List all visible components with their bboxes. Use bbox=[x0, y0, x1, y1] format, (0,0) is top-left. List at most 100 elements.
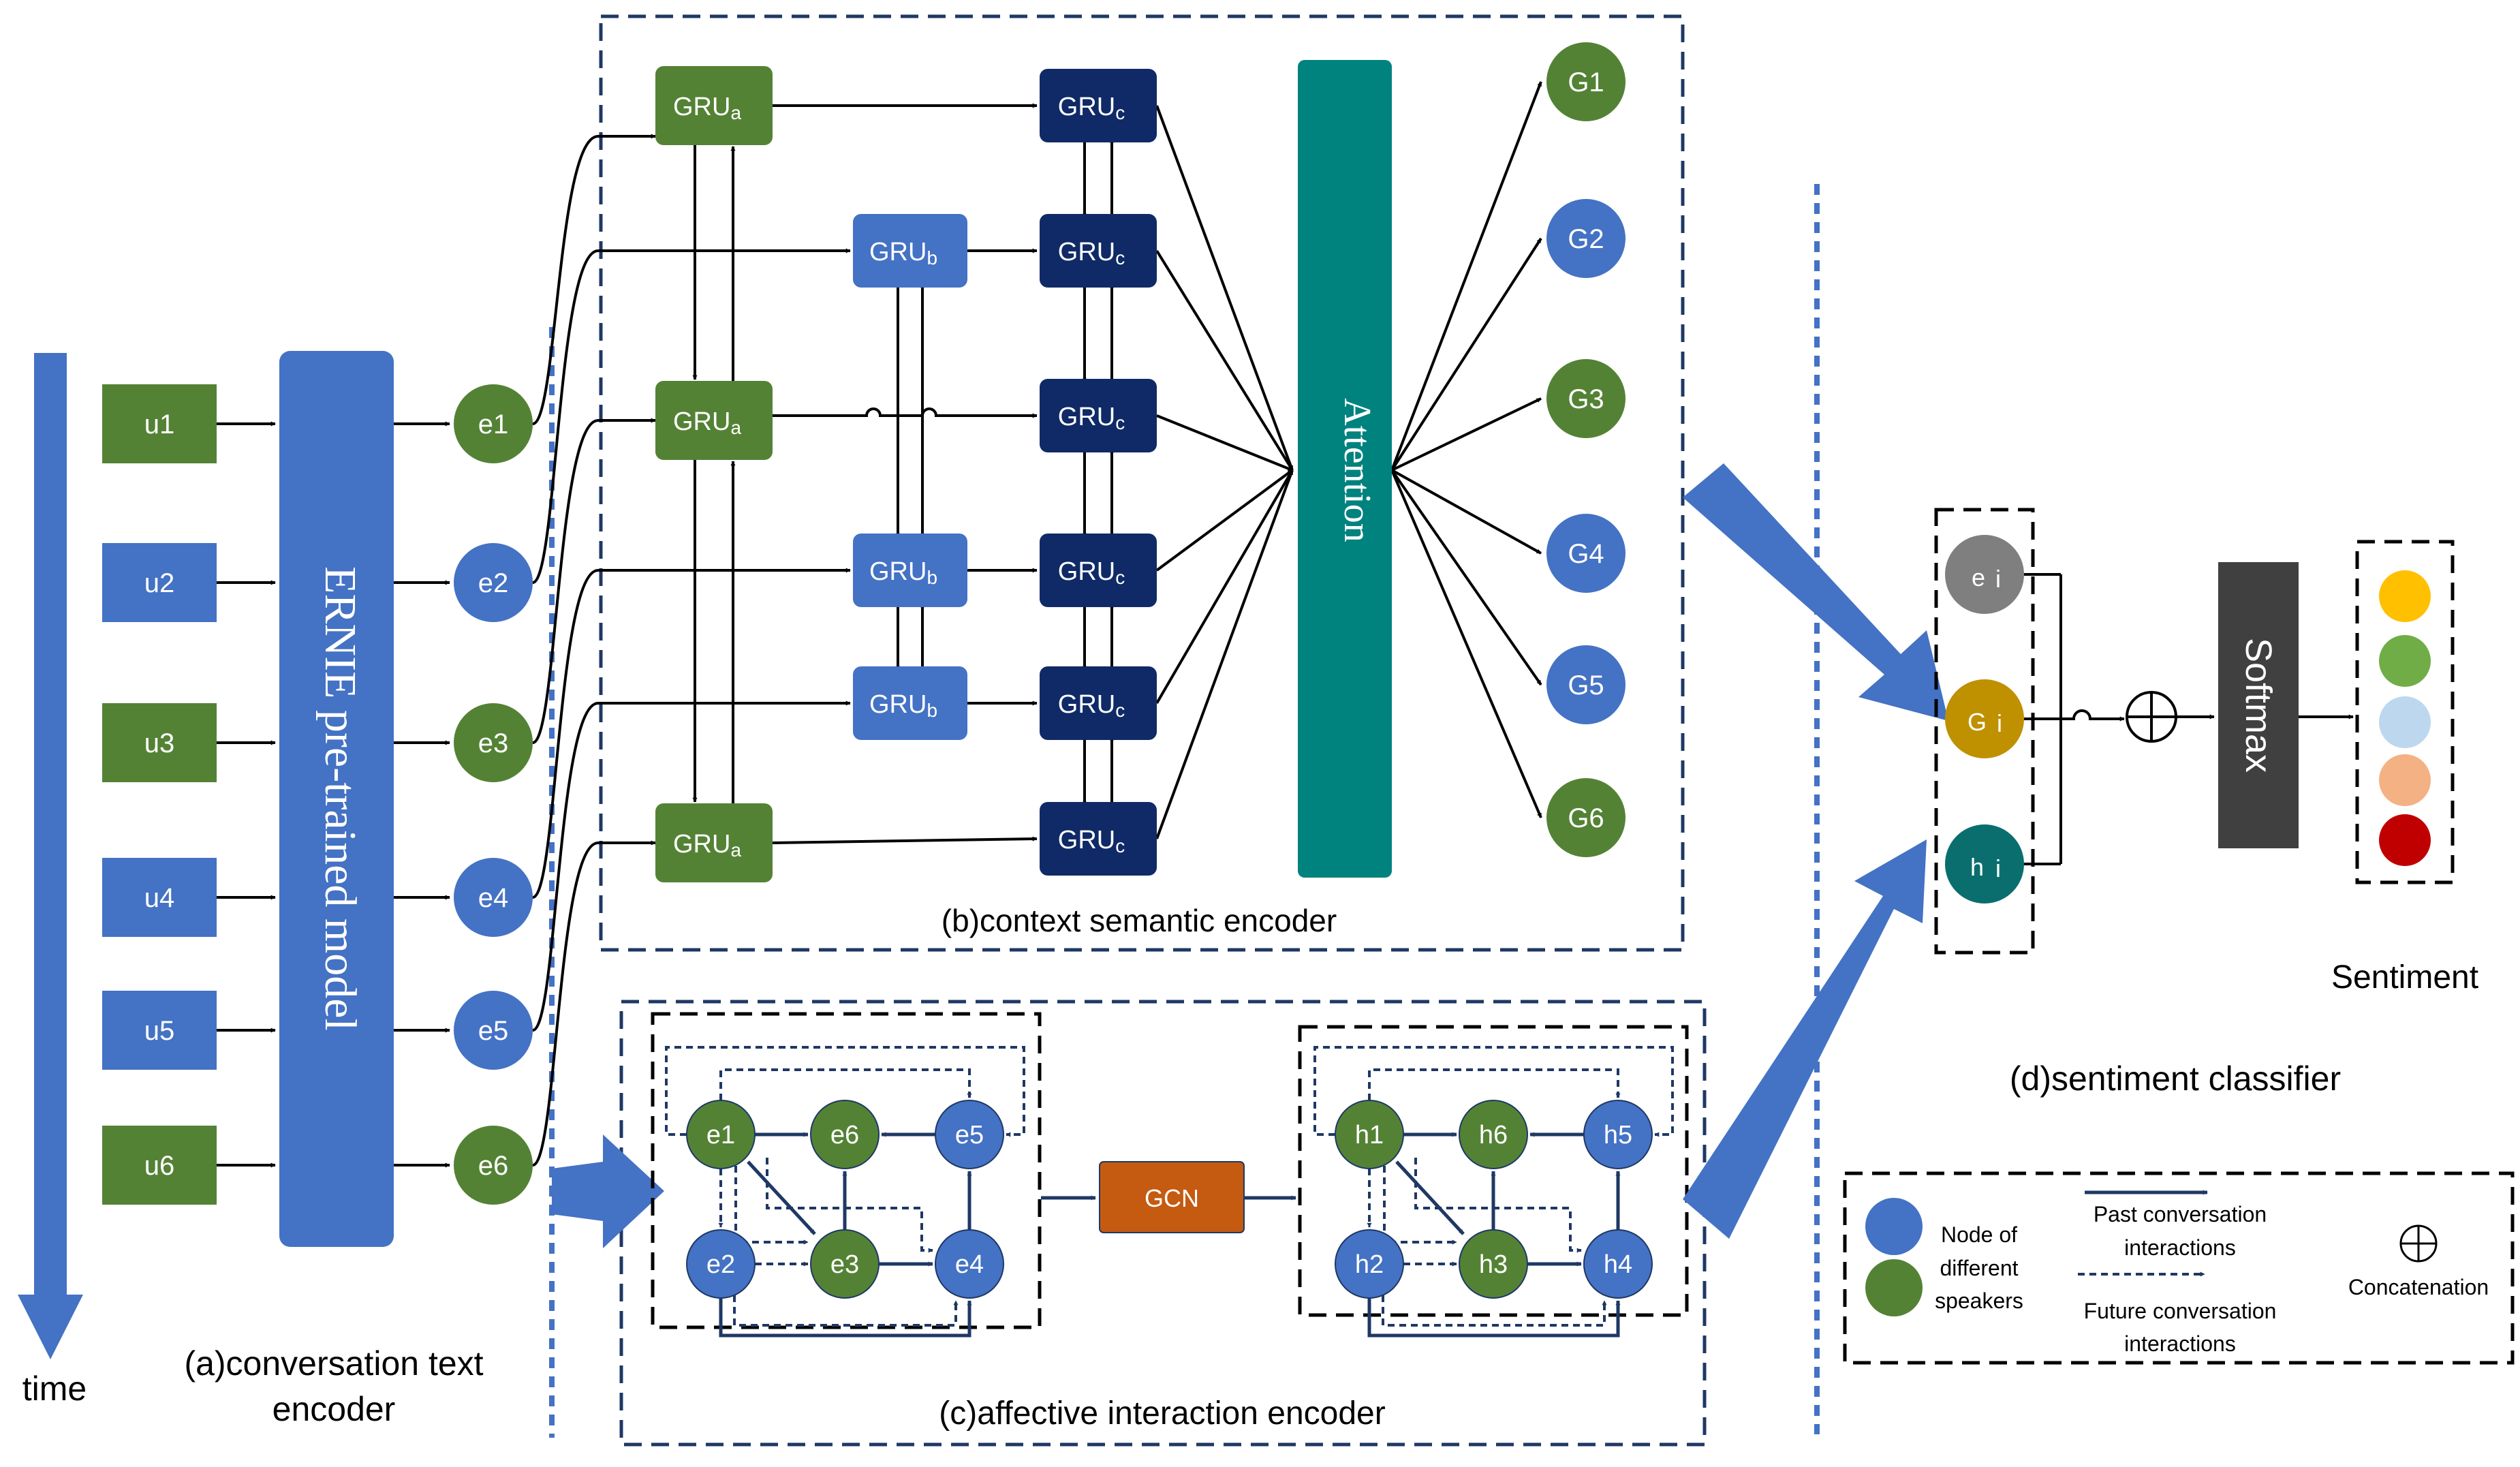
global-state-label: G1 bbox=[1568, 67, 1604, 97]
connector bbox=[733, 1295, 959, 1327]
gru-c-base: GRU bbox=[1058, 826, 1115, 854]
global-state-node bbox=[1546, 42, 1625, 121]
feature-hi-sub: i bbox=[1995, 854, 2001, 882]
utterance-u1: u1 bbox=[102, 384, 217, 463]
connector bbox=[1367, 1298, 1621, 1338]
utterance-box bbox=[102, 991, 217, 1070]
encoder-to-graph-arrow bbox=[552, 1134, 664, 1248]
gru-a-box bbox=[655, 381, 773, 460]
gru-a-base: GRU bbox=[673, 93, 730, 121]
legend-node-line2: different bbox=[1940, 1256, 2018, 1280]
context-to-classifier-arrow bbox=[1683, 463, 1948, 721]
graph-e-node-circle bbox=[686, 1229, 756, 1299]
feature-ei: e i bbox=[1945, 535, 2024, 614]
graph-h-node-circle bbox=[1583, 1229, 1653, 1299]
gru-c-label: GRUc bbox=[1058, 690, 1125, 721]
global-state-node bbox=[1546, 645, 1625, 724]
utterance-u5: u5 bbox=[102, 991, 217, 1070]
graph-e-node-e1: e1 bbox=[686, 1100, 756, 1169]
legend-past-line1: Past conversation bbox=[2094, 1202, 2267, 1226]
legend-concatenation-icon bbox=[2399, 1224, 2438, 1263]
gru-c-label: GRUc bbox=[1058, 93, 1125, 123]
legend-past-line2: interactions bbox=[2124, 1235, 2236, 1260]
graph-h-node-h2: h2 bbox=[1335, 1229, 1404, 1299]
graph-e-frame bbox=[651, 1012, 1042, 1329]
sentiment-output-list bbox=[2379, 570, 2431, 866]
embedding-node bbox=[454, 703, 533, 782]
gru-b-box bbox=[853, 534, 967, 607]
graph-h-node-label: h2 bbox=[1355, 1250, 1384, 1279]
global-state-G5: G5 bbox=[1546, 645, 1625, 724]
gru-c-base: GRU bbox=[1058, 238, 1115, 266]
utterance-box bbox=[102, 384, 217, 463]
affective-to-classifier-arrow bbox=[1683, 839, 1927, 1239]
global-state-G3: G3 bbox=[1546, 359, 1625, 438]
feature-frame bbox=[1934, 508, 2035, 955]
embedding-e5: e5 bbox=[454, 991, 533, 1070]
gru-b-label: GRUb bbox=[869, 690, 937, 721]
svg-text:e: e bbox=[1972, 563, 1985, 591]
gru-b-base: GRU bbox=[869, 238, 927, 266]
connector bbox=[747, 1160, 816, 1235]
concat-connections bbox=[2024, 573, 2125, 865]
svg-text:i: i bbox=[1995, 854, 2001, 882]
utterance-box bbox=[102, 1126, 217, 1205]
feature-ei-base: e bbox=[1972, 563, 1985, 591]
svg-text:h: h bbox=[1970, 853, 1984, 881]
connector bbox=[1155, 249, 1294, 472]
gru-c-sub: c bbox=[1115, 567, 1125, 588]
gru-c-sub: c bbox=[1115, 835, 1125, 856]
section-a-label-line1: (a)conversation text bbox=[184, 1344, 483, 1383]
connector bbox=[1391, 469, 1542, 555]
utterance-u2: u2 bbox=[102, 543, 217, 622]
connector bbox=[532, 568, 851, 899]
context-encoder-connections bbox=[532, 81, 1542, 1167]
connector bbox=[532, 700, 851, 1032]
legend-node-line1: Node of bbox=[1941, 1222, 2017, 1247]
gru-c-box bbox=[1040, 534, 1157, 607]
connector bbox=[734, 1166, 809, 1245]
gru-a-unit-3: GRUa bbox=[655, 803, 773, 882]
connector bbox=[532, 418, 656, 744]
legend-node-line3: speakers bbox=[1935, 1288, 2023, 1313]
time-label: time bbox=[22, 1370, 87, 1408]
utterance-label: u5 bbox=[144, 1016, 175, 1046]
connector bbox=[719, 1298, 972, 1338]
gru-b-sub: b bbox=[927, 247, 937, 268]
graph-h-node-label: h5 bbox=[1604, 1121, 1632, 1149]
time-arrow bbox=[18, 353, 83, 1359]
utterance-box bbox=[102, 858, 217, 937]
svg-text:i: i bbox=[1997, 709, 2002, 737]
gru-c-unit-1: GRUc bbox=[1040, 69, 1157, 142]
graph-h-node-h5: h5 bbox=[1583, 1100, 1653, 1169]
svg-text:G: G bbox=[1967, 708, 1987, 736]
graph-h-node-circle bbox=[1459, 1229, 1528, 1299]
gru-b-label: GRUb bbox=[869, 557, 937, 588]
embedding-label: e2 bbox=[478, 568, 509, 598]
gru-a-unit-2: GRUa bbox=[655, 381, 773, 460]
embedding-node bbox=[454, 858, 533, 937]
gru-c-unit-3: GRUc bbox=[1040, 379, 1157, 452]
gru-b-base: GRU bbox=[869, 557, 927, 586]
sentiment-class-3 bbox=[2379, 696, 2431, 748]
section-b-label: (b)context semantic encoder bbox=[942, 903, 1337, 938]
graph-h-node-circle bbox=[1459, 1100, 1528, 1169]
graph-e-node-circle bbox=[935, 1229, 1004, 1299]
feature-gi-base: G bbox=[1967, 708, 1987, 736]
graph-e-node-e4: e4 bbox=[935, 1229, 1004, 1299]
embedding-e2: e2 bbox=[454, 543, 533, 622]
gru-c-sub: c bbox=[1115, 412, 1125, 433]
connector bbox=[1395, 1160, 1465, 1235]
embedding-label: e5 bbox=[478, 1016, 509, 1046]
connector bbox=[532, 840, 656, 1167]
global-state-node bbox=[1546, 199, 1625, 278]
gru-a-box bbox=[655, 66, 773, 145]
embedding-label: e4 bbox=[478, 883, 509, 913]
connector bbox=[1390, 469, 1542, 818]
gru-a-base: GRU bbox=[673, 407, 730, 436]
gru-b-unit-2: GRUb bbox=[853, 534, 967, 607]
